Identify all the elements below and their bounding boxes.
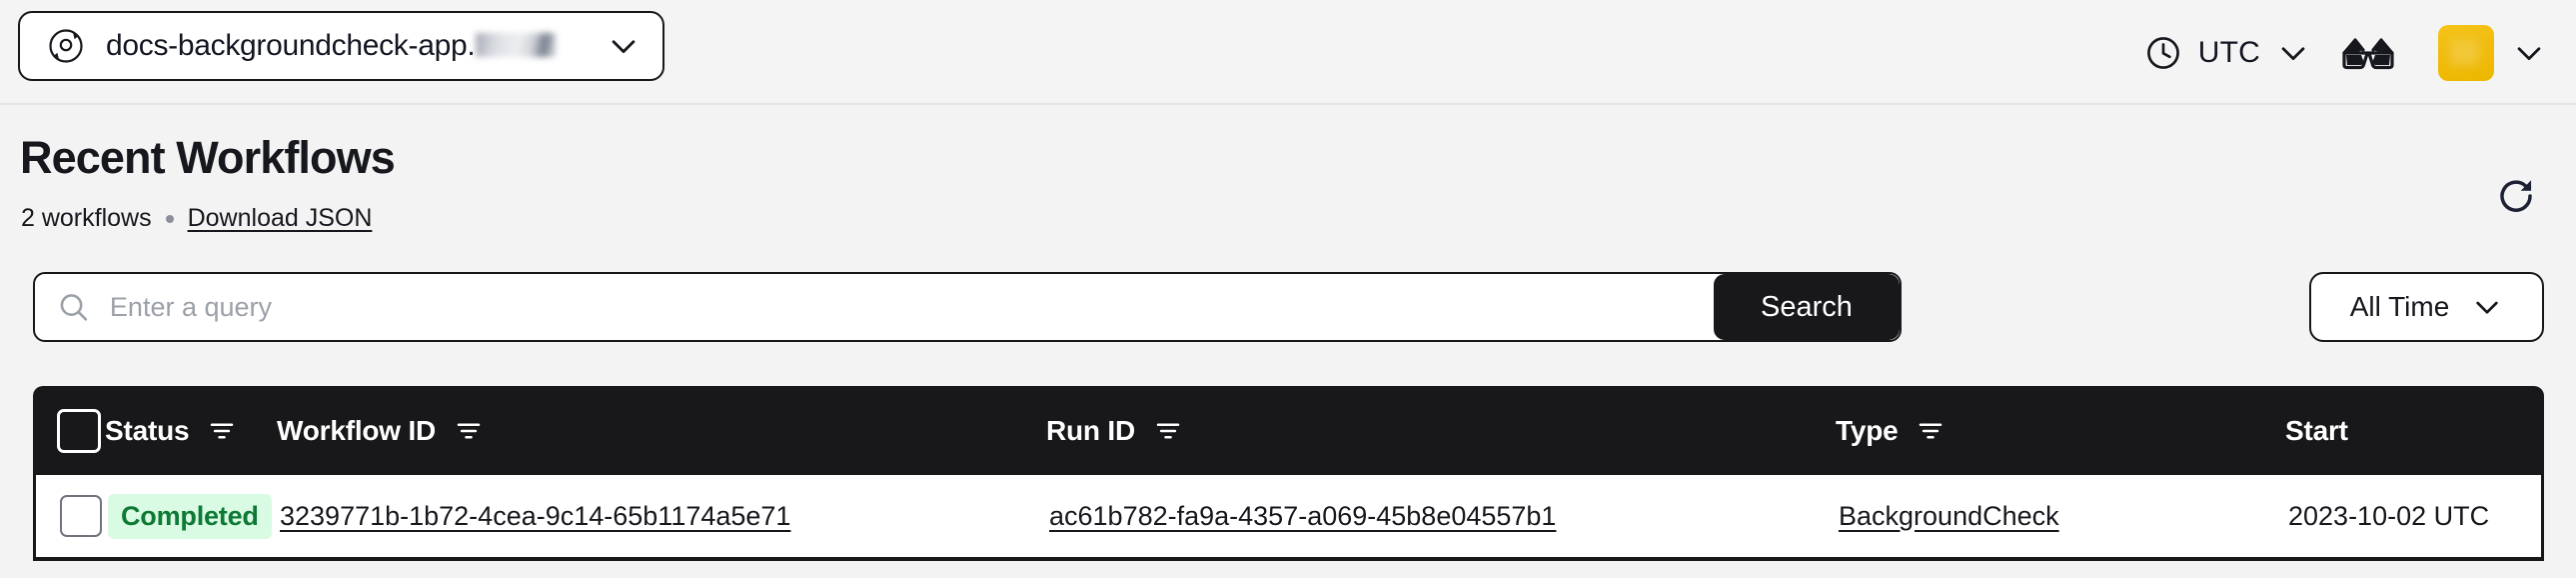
table-header-row: Status Workflow ID — [33, 386, 2544, 475]
workflow-id-link[interactable]: 3239771b-1b72-4cea-9c14-65b1174a5e71 — [280, 500, 791, 531]
select-all-checkbox[interactable] — [57, 408, 101, 453]
workflow-summary-line: 2 workflows Download JSON — [21, 204, 372, 233]
chevron-down-icon[interactable] — [607, 29, 641, 63]
row-checkbox[interactable] — [60, 495, 102, 537]
start-time-value: 2023-10-02 UTC — [2288, 500, 2490, 531]
select-all-cell — [33, 408, 105, 453]
filter-icon[interactable] — [1153, 416, 1183, 446]
search-input[interactable] — [109, 274, 1714, 340]
column-header-run-id[interactable]: Run ID — [1046, 415, 1836, 447]
chevron-down-icon[interactable] — [2512, 36, 2546, 70]
timezone-label: UTC — [2197, 35, 2260, 69]
workflow-count: 2 workflows — [21, 204, 152, 232]
refresh-icon — [2500, 180, 2532, 212]
column-header-workflow-id[interactable]: Workflow ID — [277, 415, 1046, 447]
column-label-type: Type — [1836, 414, 1899, 446]
cell-type: BackgroundCheck — [1839, 501, 2288, 532]
status-badge: Completed — [108, 493, 272, 539]
workflows-table: Status Workflow ID — [33, 386, 2544, 561]
page-title: Recent Workflows — [20, 132, 396, 183]
column-label-run-id: Run ID — [1046, 414, 1136, 446]
download-json-link[interactable]: Download JSON — [187, 204, 373, 232]
column-header-start[interactable]: Start — [2285, 415, 2544, 447]
column-label-workflow-id: Workflow ID — [277, 414, 437, 446]
table-row[interactable]: Completed 3239771b-1b72-4cea-9c14-65b117… — [33, 475, 2544, 561]
row-select-cell — [36, 495, 108, 537]
filter-icon[interactable] — [1916, 416, 1945, 446]
temporal-logo-icon — [49, 29, 83, 63]
glasses-icon — [2342, 37, 2394, 69]
timezone-selector[interactable]: UTC — [2134, 26, 2320, 80]
column-header-type[interactable]: Type — [1836, 415, 2285, 447]
search-icon — [60, 294, 88, 321]
cell-status: Completed — [108, 493, 280, 539]
chevron-down-icon[interactable] — [2276, 36, 2310, 70]
top-navigation-bar: docs-backgroundcheck-app. UTC — [0, 0, 2576, 105]
chevron-down-icon[interactable] — [2471, 291, 2503, 323]
workflow-type-link[interactable]: BackgroundCheck — [1839, 500, 2059, 531]
time-range-label: All Time — [2349, 291, 2450, 322]
separator-dot — [165, 214, 174, 223]
column-label-status: Status — [105, 414, 190, 446]
account-menu[interactable] — [2416, 24, 2550, 81]
filter-icon[interactable] — [207, 416, 237, 446]
search-button[interactable]: Search — [1714, 274, 1900, 340]
column-label-start: Start — [2285, 414, 2348, 446]
refresh-button[interactable] — [2488, 168, 2544, 224]
topbar-right-actions: UTC — [2134, 0, 2550, 105]
clock-icon — [2146, 36, 2179, 69]
cell-workflow-id: 3239771b-1b72-4cea-9c14-65b1174a5e71 — [280, 501, 1049, 532]
cell-start: 2023-10-02 UTC — [2288, 501, 2541, 532]
namespace-selector[interactable]: docs-backgroundcheck-app. — [18, 11, 664, 81]
glasses-icon-button[interactable] — [2320, 23, 2416, 83]
filter-icon[interactable] — [454, 416, 484, 446]
avatar[interactable] — [2438, 24, 2494, 81]
cell-run-id: ac61b782-fa9a-4357-a069-45b8e04557b1 — [1049, 501, 1839, 532]
run-id-link[interactable]: ac61b782-fa9a-4357-a069-45b8e04557b1 — [1049, 500, 1557, 531]
column-header-status[interactable]: Status — [105, 415, 277, 447]
redacted-namespace-suffix — [476, 33, 557, 57]
time-range-selector[interactable]: All Time — [2309, 272, 2544, 342]
search-field[interactable] — [35, 274, 1714, 340]
namespace-label: docs-backgroundcheck-app. — [106, 29, 557, 63]
search-bar[interactable]: Search — [33, 272, 1902, 342]
